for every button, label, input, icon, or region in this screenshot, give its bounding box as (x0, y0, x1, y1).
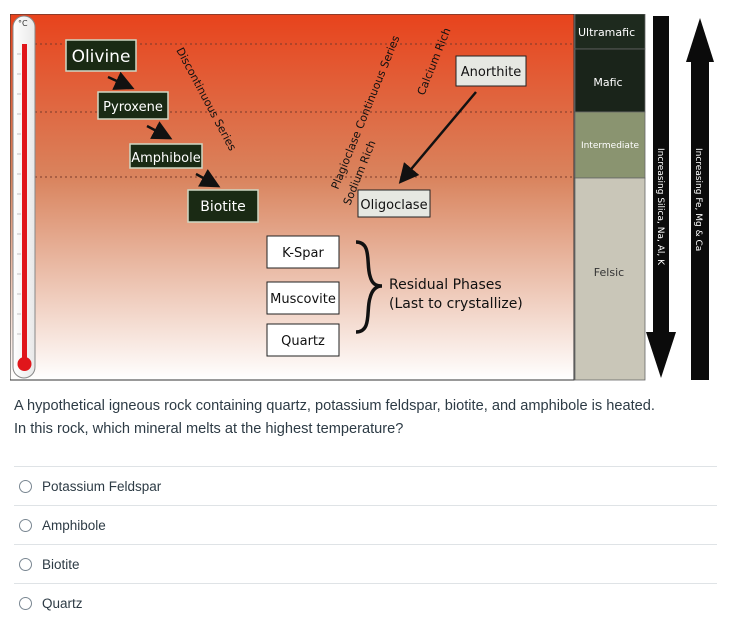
arrow-olivine-to-pyroxene (107, 71, 135, 90)
kspar-label: K-Spar (282, 246, 324, 261)
answer-option-amphibole[interactable]: Amphibole (14, 505, 717, 544)
amphibole-box: Amphibole (129, 143, 203, 169)
intermediate-label: Intermediate (581, 141, 640, 151)
thermometer-unit-label: °C (18, 19, 28, 28)
residual-brace (355, 240, 383, 334)
oligoclase-label: Oligoclase (360, 198, 427, 213)
pyroxene-label: Pyroxene (103, 100, 163, 115)
answer-option-biotite[interactable]: Biotite (14, 544, 717, 583)
quartz-label: Quartz (281, 334, 325, 349)
arrow-amphibole-to-biotite (195, 169, 221, 188)
thermometer: °C (12, 15, 36, 379)
arrow-pyroxene-to-amphibole (146, 121, 173, 140)
femgca-up-arrow: Increasing Fe, Mg & Ca (686, 18, 714, 380)
radio-button[interactable] (19, 596, 32, 610)
biotite-label: Biotite (200, 199, 246, 215)
biotite-box: Biotite (187, 189, 259, 223)
oligoclase-box: Oligoclase (357, 189, 431, 218)
felsic-label: Felsic (594, 266, 624, 279)
answer-label: Potassium Feldspar (42, 478, 162, 494)
silica-arrow-label: Increasing Silica, Na, Al, K (655, 148, 665, 266)
question-text: A hypothetical igneous rock containing q… (14, 395, 719, 441)
question-line-2: In this rock, which mineral melts at the… (14, 421, 404, 437)
answer-option-potassium-feldspar[interactable]: Potassium Feldspar (14, 466, 717, 505)
answer-label: Quartz (42, 595, 83, 611)
olivine-box: Olivine (65, 39, 137, 72)
anorthite-label: Anorthite (461, 65, 521, 80)
ultramafic-label: Ultramafic (578, 26, 635, 39)
anorthite-box: Anorthite (455, 55, 527, 87)
question-line-1: A hypothetical igneous rock containing q… (14, 398, 655, 414)
muscovite-box: Muscovite (266, 281, 340, 315)
radio-button[interactable] (19, 479, 32, 493)
mafic-label: Mafic (593, 76, 622, 89)
silica-down-arrow: Increasing Silica, Na, Al, K (646, 16, 676, 378)
radio-button[interactable] (19, 557, 32, 571)
amphibole-label: Amphibole (131, 151, 200, 166)
residual-phases-sublabel: (Last to crystallize) (389, 296, 523, 312)
answer-list: Potassium Feldspar Amphibole Biotite Qua… (14, 466, 717, 622)
quartz-box: Quartz (266, 323, 340, 357)
answer-label: Amphibole (42, 517, 106, 533)
bowens-reaction-series-diagram: °C Olivine Pyroxene Amphibole Biotite Di… (10, 14, 714, 381)
kspar-box: K-Spar (266, 235, 340, 269)
arrow-anorthite-to-oligoclase (398, 91, 477, 184)
rock-type-column: Ultramafic Mafic Intermediate Felsic (574, 14, 646, 381)
answer-option-quartz[interactable]: Quartz (14, 583, 717, 622)
olivine-label: Olivine (72, 47, 131, 67)
femgca-arrow-label: Increasing Fe, Mg & Ca (693, 148, 703, 251)
answer-label: Biotite (42, 556, 80, 572)
residual-phases-label: Residual Phases (389, 277, 502, 293)
radio-button[interactable] (19, 518, 32, 532)
muscovite-label: Muscovite (270, 292, 336, 307)
pyroxene-box: Pyroxene (97, 91, 169, 120)
